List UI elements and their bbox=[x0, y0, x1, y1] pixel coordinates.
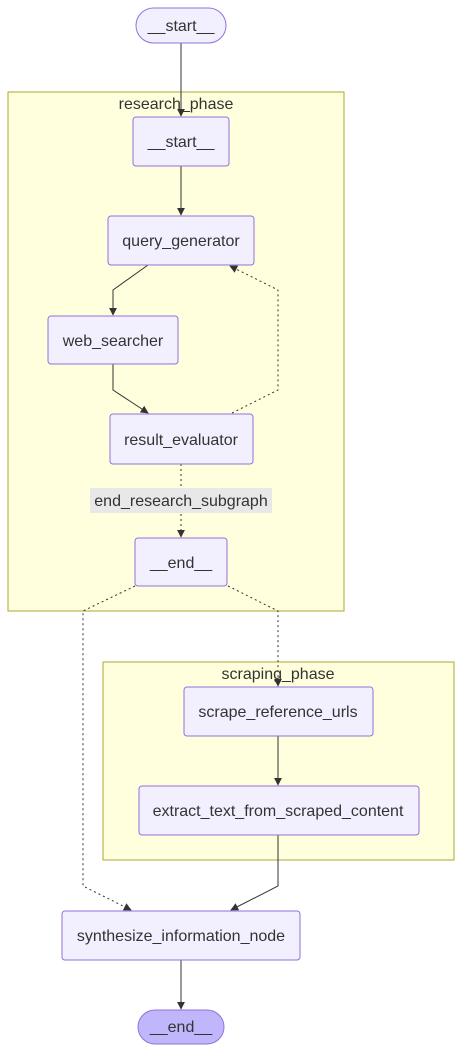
node-research-start-label: __start__ bbox=[147, 134, 216, 151]
node-web-searcher[interactable]: web_searcher bbox=[47, 315, 179, 365]
edge-label-end-research-subgraph: end_research_subgraph bbox=[90, 488, 272, 513]
node-web-searcher-label: web_searcher bbox=[62, 333, 164, 350]
edge-research-end-to-scrape-urls bbox=[227, 585, 282, 687]
node-scrape-reference-urls[interactable]: scrape_reference_urls bbox=[183, 686, 374, 737]
node-end[interactable]: __end__ bbox=[137, 1009, 225, 1045]
node-extract-text-label: extract_text_from_scraped_content bbox=[153, 803, 404, 820]
node-result-evaluator[interactable]: result_evaluator bbox=[109, 413, 254, 465]
node-research-end-label: __end__ bbox=[149, 555, 213, 572]
cluster-research-phase-title: research_phase bbox=[119, 96, 234, 113]
edge-extract-text-to-synthesize bbox=[230, 835, 279, 911]
edge-research-end-to-synthesize bbox=[82, 585, 136, 911]
node-result-evaluator-label: result_evaluator bbox=[124, 432, 239, 449]
node-synthesize-label: synthesize_information_node bbox=[77, 928, 285, 945]
node-synthesize[interactable]: synthesize_information_node bbox=[61, 910, 301, 961]
node-extract-text[interactable]: extract_text_from_scraped_content bbox=[138, 785, 420, 836]
node-end-label: __end__ bbox=[149, 1019, 213, 1036]
node-query-generator[interactable]: query_generator bbox=[107, 215, 255, 266]
node-start[interactable]: __start__ bbox=[135, 7, 227, 44]
node-research-end[interactable]: __end__ bbox=[134, 537, 228, 587]
node-query-generator-label: query_generator bbox=[122, 233, 240, 250]
node-start-label: __start__ bbox=[147, 18, 216, 35]
edge-web-searcher-to-result-evaluator bbox=[112, 364, 149, 414]
edge-result-evaluator-to-query-generator bbox=[229, 265, 279, 414]
node-scrape-reference-urls-label: scrape_reference_urls bbox=[198, 704, 357, 721]
edge-label-text: end_research_subgraph bbox=[94, 493, 267, 510]
cluster-scraping-phase-title: scraping_phase bbox=[222, 666, 335, 683]
edge-query-generator-to-web-searcher bbox=[109, 264, 149, 316]
node-research-start[interactable]: __start__ bbox=[132, 116, 230, 167]
